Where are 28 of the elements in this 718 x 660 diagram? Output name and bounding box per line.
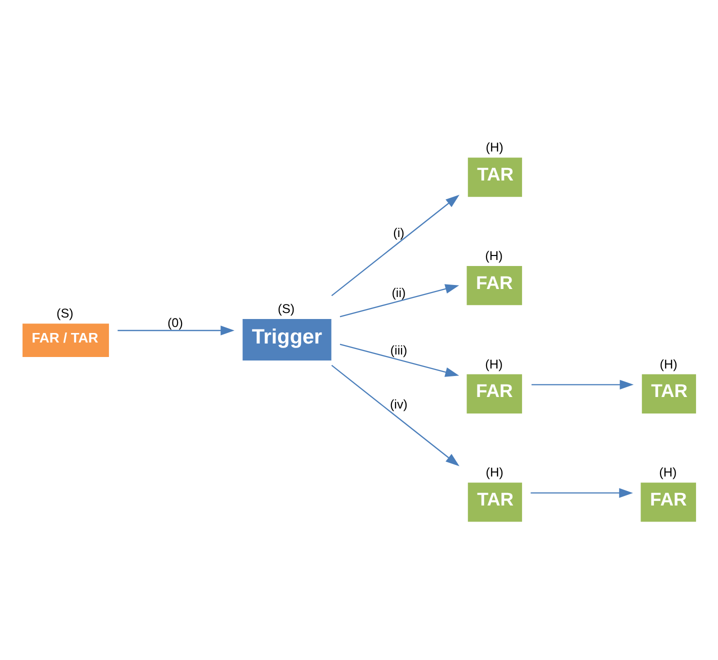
node-label: (H) (485, 356, 503, 371)
node-box: Trigger (242, 318, 332, 360)
edge-label: (iv) (390, 397, 408, 412)
node-label: (S) (56, 306, 74, 320)
arrow (331, 194, 460, 296)
node-box: FAR (466, 265, 522, 305)
node-label: (H) (485, 248, 503, 262)
arrow (331, 364, 460, 466)
node-box: FAR / TAR (22, 323, 109, 356)
node-box: TAR (468, 482, 522, 522)
node-box: TAR (468, 157, 522, 196)
node-box: TAR (642, 374, 696, 413)
node-box: FAR (466, 374, 522, 413)
edge-label: (iii) (390, 342, 408, 357)
edge-label: (ii) (392, 285, 406, 300)
edge-label: (0) (167, 315, 183, 330)
arrow (530, 488, 633, 498)
arrow (340, 284, 460, 317)
edge-label: (i) (393, 225, 404, 240)
arrow (118, 325, 234, 335)
arrow (532, 379, 634, 389)
node-label: (S) (278, 301, 295, 316)
node-label: (H) (660, 356, 678, 371)
node-box: FAR (640, 482, 696, 522)
node-label: (H) (486, 140, 504, 154)
node-label: (H) (659, 465, 677, 480)
node-label: (H) (486, 465, 504, 480)
arrow (340, 343, 460, 376)
